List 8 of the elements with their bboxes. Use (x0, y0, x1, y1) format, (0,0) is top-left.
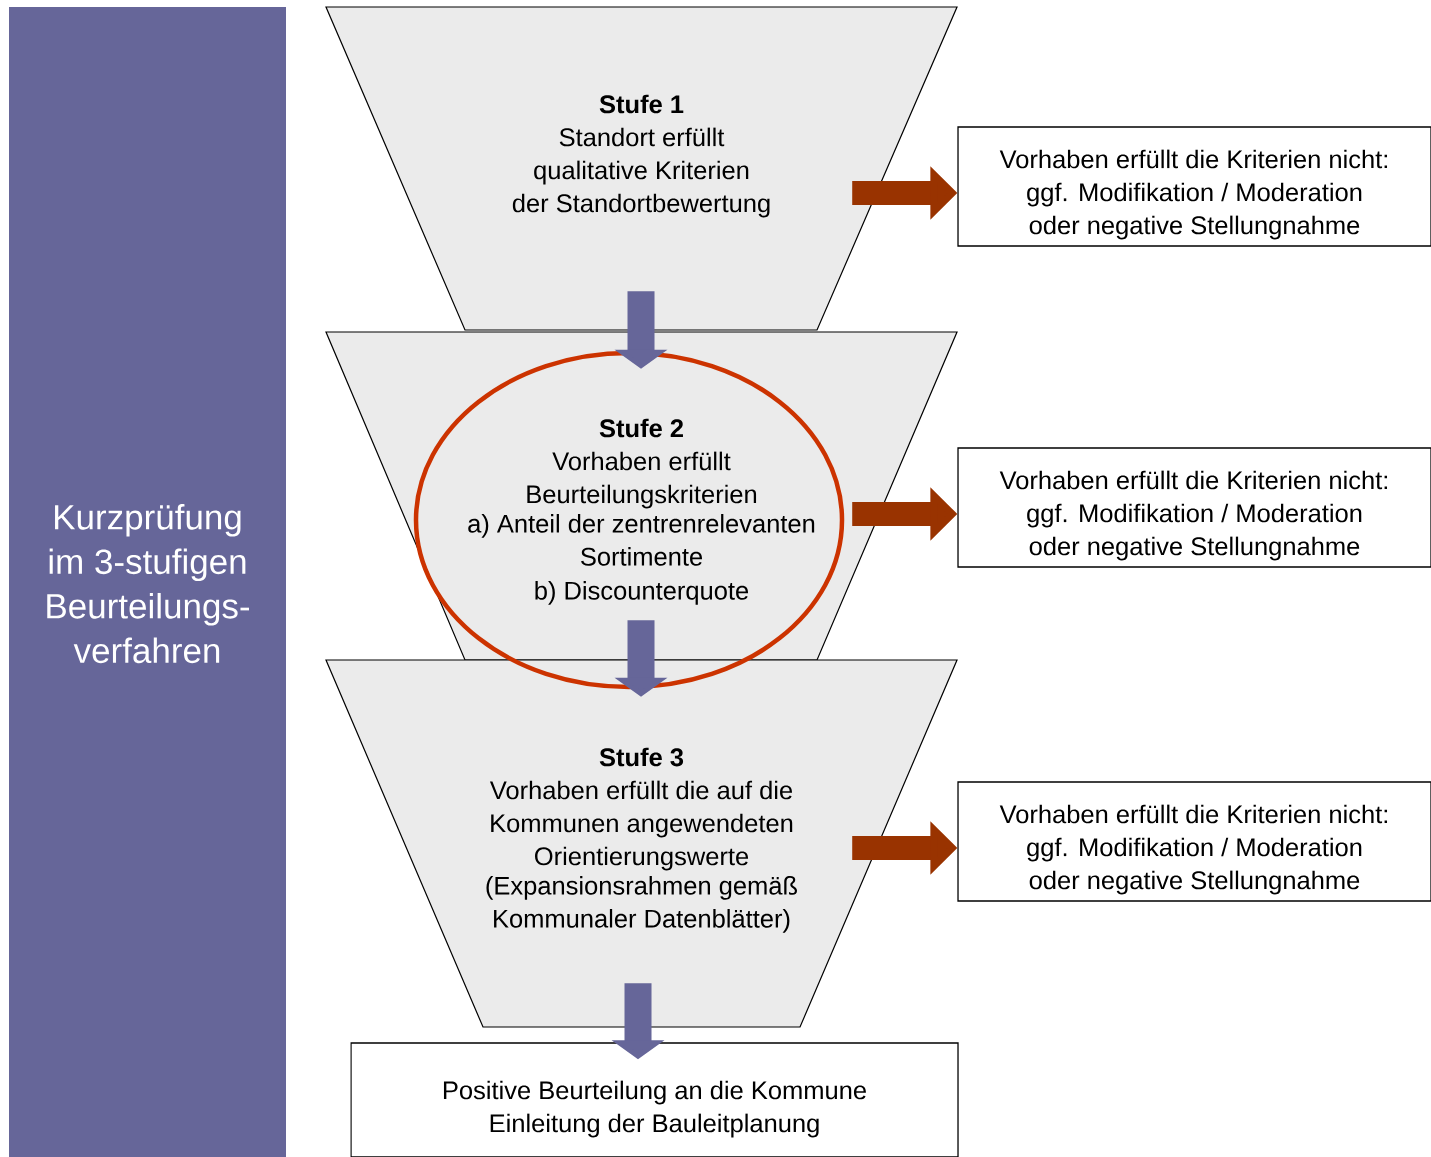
funnel-stage: Stufe 1 Standort erfüllt qualitative Kriterien der Standortbewertung (325, 6, 958, 331)
side-band: Kurzprüfung im 3-stufigen Beurteilungs-verfahren (9, 7, 286, 1157)
result-box: Vorhaben erfüllt die Kriterien nicht: ggf. Modifikation / Moderation oder negative Stellungnahme (957, 447, 1431, 568)
outcome-box: Positive Beurteilung an die Kommune Einleitung der Bauleitplanung (350, 1042, 959, 1157)
result-box: Vorhaben erfüllt die Kriterien nicht: ggf. Modifikation / Moderation oder negative Stellungnahme (957, 126, 1431, 247)
funnel-stage: Stufe 2 Vorhaben erfüllt Beurteilungskriterien a) Anteil der zentrenrelevanten Sortimente b) Discounterquote (325, 331, 958, 661)
result-box: Vorhaben erfüllt die Kriterien nicht: ggf. Modifikation / Moderation oder negative Stellungnahme (957, 781, 1431, 902)
funnel-stage: Stufe 3 Vorhaben erfüllt die auf die Kommunen angewendeten Orientierungswerte (Expansionsrahmen gemäß Kommunaler Datenblätter) (325, 659, 958, 1028)
